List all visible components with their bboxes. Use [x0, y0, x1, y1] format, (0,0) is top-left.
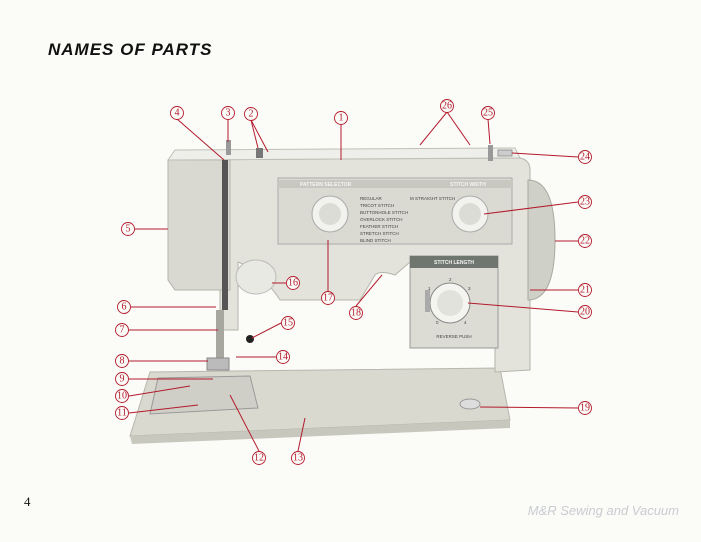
- length-tick-3: 3: [468, 286, 471, 291]
- reverse-button: [425, 290, 430, 312]
- callout-3: 3: [221, 106, 235, 120]
- svg-text:20: 20: [580, 307, 590, 318]
- callout-21: 21: [578, 283, 592, 297]
- callout-15: 15: [281, 316, 295, 330]
- callout-4: 4: [170, 106, 184, 120]
- svg-text:21: 21: [580, 285, 590, 296]
- pattern-selector-label: PATTERN SELECTOR: [300, 182, 352, 188]
- callout-7: 7: [115, 323, 129, 337]
- svg-text:6: 6: [122, 302, 127, 313]
- callout-23: 23: [578, 195, 592, 209]
- svg-text:19: 19: [580, 403, 590, 414]
- svg-text:8: 8: [120, 356, 125, 367]
- callout-18: 18: [349, 306, 363, 320]
- needle-plate: [149, 375, 259, 415]
- svg-text:13: 13: [293, 453, 303, 464]
- length-tick-0: 0: [436, 320, 439, 325]
- page-number: 4: [24, 494, 31, 509]
- svg-text:7: 7: [120, 325, 125, 336]
- callout-13: 13: [291, 451, 305, 465]
- length-tick-1: 1: [428, 286, 431, 291]
- svg-text:4: 4: [175, 108, 180, 119]
- callout-11: 11: [115, 406, 129, 420]
- thread-tension-dial: [235, 259, 277, 295]
- svg-text:2: 2: [249, 109, 254, 120]
- callout-2: 2: [244, 107, 258, 121]
- svg-text:1: 1: [339, 113, 344, 124]
- straight-stitch-label: M STRAIGHT STITCH: [410, 196, 455, 201]
- svg-text:9: 9: [120, 374, 125, 385]
- reverse-push-label: REVERSE PUSH: [436, 334, 471, 339]
- svg-text:11: 11: [117, 408, 127, 419]
- svg-text:25: 25: [483, 108, 493, 119]
- svg-text:23: 23: [580, 197, 590, 208]
- callout-12: 12: [252, 451, 266, 465]
- svg-text:17: 17: [323, 293, 333, 304]
- callout-5: 5: [121, 222, 135, 236]
- callout-1: 1: [334, 111, 348, 125]
- svg-text:15: 15: [283, 318, 293, 329]
- svg-text:3: 3: [226, 108, 231, 119]
- callout-16: 16: [286, 276, 300, 290]
- callout-6: 6: [117, 300, 131, 314]
- thread-take-up-lever: [222, 160, 228, 310]
- pattern-buttonhole: BUTTONHOLE STITCH: [360, 210, 408, 215]
- pattern-regular: REGULAR: [360, 196, 383, 201]
- callout-24: 24: [578, 150, 592, 164]
- watermark: M&R Sewing and Vacuum: [527, 503, 679, 518]
- pattern-tricot: TRICOT STITCH: [360, 203, 394, 208]
- pattern-blind: BLIND STITCH: [360, 238, 391, 243]
- svg-text:22: 22: [580, 236, 590, 247]
- stitch-length-label: STITCH LENGTH: [434, 260, 474, 266]
- callout-20: 20: [578, 305, 592, 319]
- pattern-stretch: STRETCH STITCH: [360, 231, 399, 236]
- pattern-overlock: OVERLOCK STITCH: [360, 217, 403, 222]
- stitch-width-label: STITCH WIDTH: [450, 182, 486, 188]
- callout-17: 17: [321, 291, 335, 305]
- callout-25: 25: [481, 106, 495, 120]
- callout-19: 19: [578, 401, 592, 415]
- svg-text:10: 10: [117, 391, 127, 402]
- svg-text:26: 26: [442, 101, 452, 112]
- svg-text:24: 24: [580, 152, 590, 163]
- handwheel: [527, 179, 556, 301]
- svg-text:16: 16: [288, 278, 298, 289]
- svg-text:5: 5: [126, 224, 131, 235]
- svg-text:14: 14: [278, 352, 288, 363]
- callout-14: 14: [276, 350, 290, 364]
- length-tick-4: 4: [464, 320, 467, 325]
- pattern-feather: FEATHER STITCH: [360, 224, 398, 229]
- svg-text:12: 12: [254, 453, 264, 464]
- page-title: NAMES OF PARTS: [48, 40, 213, 59]
- callout-8: 8: [115, 354, 129, 368]
- callout-10: 10: [115, 389, 129, 403]
- svg-text:18: 18: [351, 308, 361, 319]
- length-tick-2: 2: [449, 277, 452, 282]
- callout-9: 9: [115, 372, 129, 386]
- callout-lines: [128, 111, 579, 452]
- callout-26: 26: [440, 99, 454, 113]
- callout-22: 22: [578, 234, 592, 248]
